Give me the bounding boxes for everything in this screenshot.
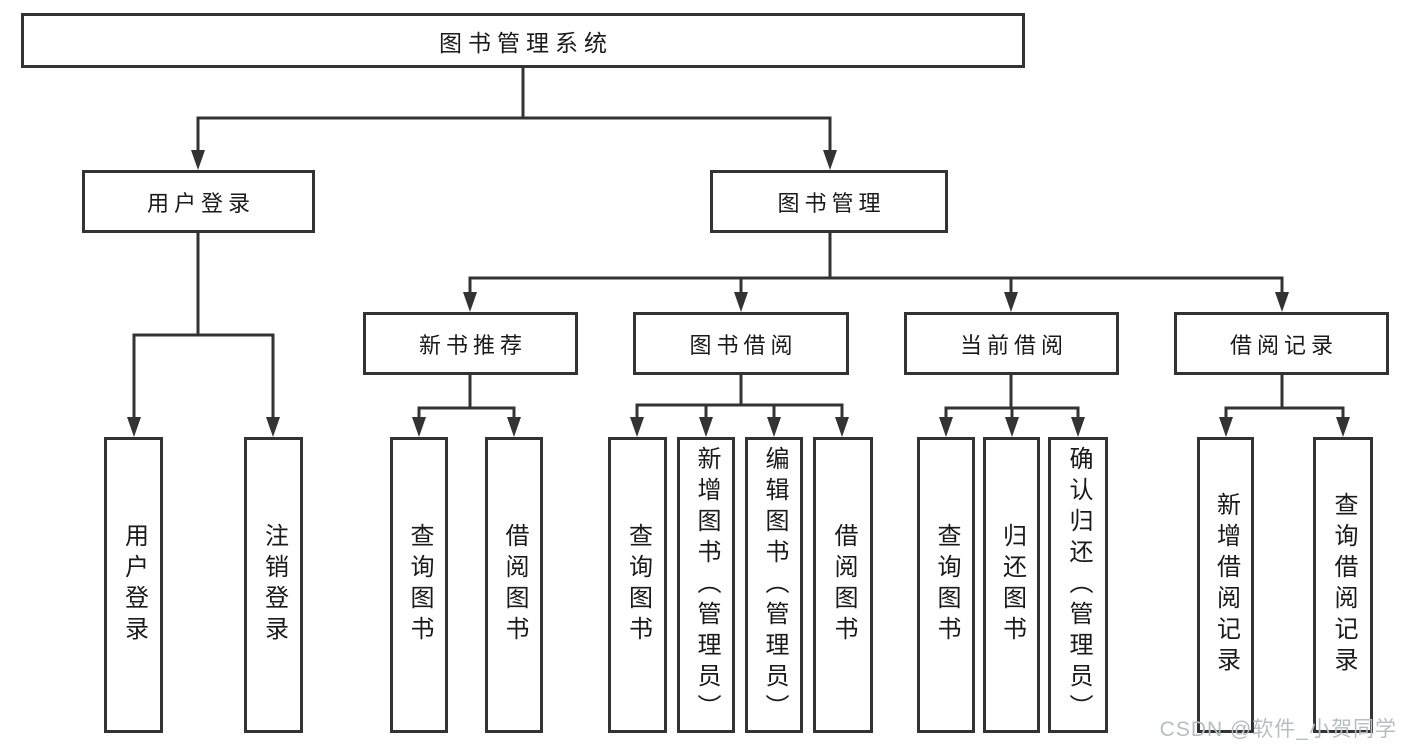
node-add-borrow-record: 新增借阅记录 bbox=[1197, 437, 1254, 733]
node-library-system: 图书管理系统 bbox=[21, 13, 1025, 68]
node-new-book-recommend: 新书推荐 bbox=[363, 312, 578, 375]
node-logout-label: 注销登录 bbox=[260, 523, 288, 647]
node-confirm-return-admin: 确认归还（管理员） bbox=[1048, 437, 1108, 733]
node-new-book-recommend-label: 新书推荐 bbox=[418, 332, 527, 358]
csdn-watermark: CSDN @软件_小贺同学 bbox=[1159, 718, 1397, 741]
node-query-borrow-record: 查询借阅记录 bbox=[1313, 437, 1373, 733]
node-return-book-label: 归还图书 bbox=[998, 523, 1026, 647]
node-edit-book-admin-label: 编辑图书（管理员） bbox=[761, 445, 788, 725]
node-current-borrow-label: 当前借阅 bbox=[959, 332, 1068, 358]
node-borrow-records: 借阅记录 bbox=[1174, 312, 1389, 375]
node-query-books-borrow-label: 查询图书 bbox=[624, 523, 652, 647]
node-query-books-current: 查询图书 bbox=[917, 437, 975, 733]
node-book-borrow-label: 图书借阅 bbox=[689, 332, 798, 358]
arrowheads bbox=[127, 150, 1350, 437]
node-borrow-books-recommend-label: 借阅图书 bbox=[501, 523, 528, 647]
tree-edges bbox=[132, 68, 1345, 419]
node-query-books-recommend-label: 查询图书 bbox=[406, 523, 433, 647]
node-return-book: 归还图书 bbox=[983, 437, 1040, 733]
node-current-borrow: 当前借阅 bbox=[904, 312, 1119, 375]
node-borrow-books-leaf-label: 借阅图书 bbox=[830, 523, 857, 647]
node-library-system-label: 图书管理系统 bbox=[439, 29, 613, 56]
node-add-book-admin-label: 新增图书（管理员） bbox=[693, 445, 720, 725]
node-add-book-admin: 新增图书（管理员） bbox=[677, 437, 735, 733]
node-confirm-return-admin-label: 确认归还（管理员） bbox=[1065, 445, 1092, 725]
node-borrow-records-label: 借阅记录 bbox=[1229, 332, 1338, 358]
node-query-books-borrow: 查询图书 bbox=[608, 437, 667, 733]
node-book-borrow: 图书借阅 bbox=[633, 312, 849, 375]
node-book-management-label: 图书管理 bbox=[777, 190, 886, 216]
node-user-login: 用户登录 bbox=[82, 170, 315, 233]
node-logout: 注销登录 bbox=[244, 437, 303, 733]
node-query-books-recommend: 查询图书 bbox=[390, 437, 448, 733]
node-borrow-books-recommend: 借阅图书 bbox=[485, 437, 543, 733]
node-user-login-leaf-label: 用户登录 bbox=[120, 523, 148, 647]
node-add-borrow-record-label: 新增借阅记录 bbox=[1212, 492, 1240, 678]
node-borrow-books-leaf: 借阅图书 bbox=[813, 437, 873, 733]
node-edit-book-admin: 编辑图书（管理员） bbox=[745, 437, 803, 733]
node-query-borrow-record-label: 查询借阅记录 bbox=[1330, 492, 1357, 678]
node-user-login-label: 用户登录 bbox=[146, 190, 255, 216]
node-book-management: 图书管理 bbox=[710, 170, 948, 233]
node-query-books-current-label: 查询图书 bbox=[933, 523, 960, 647]
node-user-login-leaf: 用户登录 bbox=[104, 437, 163, 733]
